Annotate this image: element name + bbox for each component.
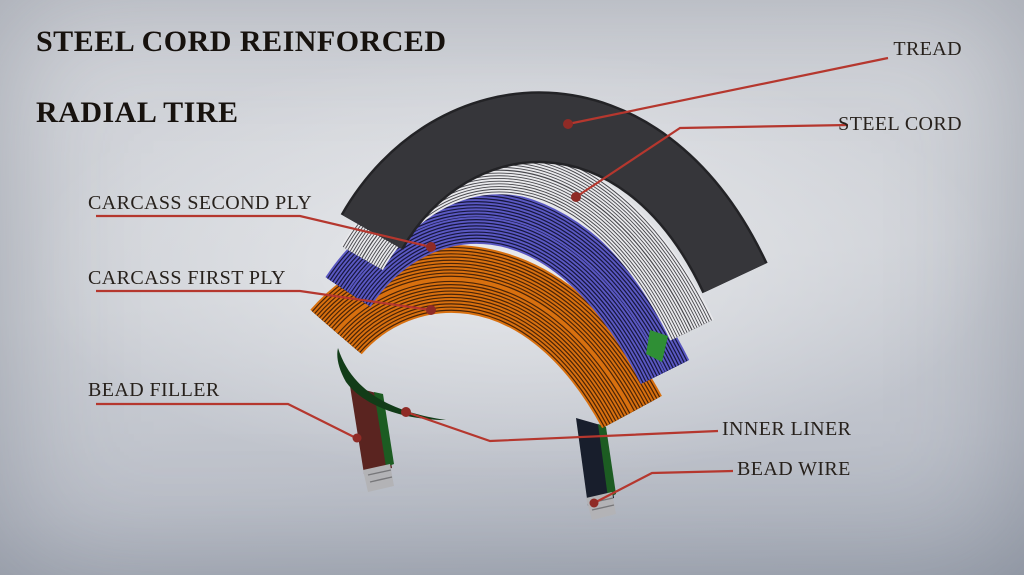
- callout-dot-carcass-second-ply: [426, 242, 436, 252]
- inner-liner-edge-patch: [646, 330, 668, 362]
- leader-line-inner-liner: [405, 410, 719, 443]
- callout-dot-tread: [563, 119, 573, 129]
- page-title-line1: STEEL CORD REINFORCED: [36, 25, 447, 58]
- page-title: STEEL CORD REINFORCED RADIAL TIRE: [36, 24, 447, 130]
- bead-wire-left-strands: [367, 469, 393, 483]
- callout-dot-inner-liner: [401, 407, 411, 417]
- right-bead-assembly: [576, 418, 616, 520]
- leader-lines: [96, 56, 889, 508]
- label-inner-liner: INNER LINER: [722, 418, 852, 440]
- callout-dot-bead-filler: [352, 433, 362, 443]
- leader-line-bead-wire: [593, 469, 734, 504]
- callout-dot-carcass-first-ply: [426, 305, 436, 315]
- page-title-line2: RADIAL TIRE: [36, 95, 239, 129]
- left-bead-assembly: [350, 386, 394, 492]
- leader-line-bead-filler: [96, 402, 357, 439]
- inner-liner-right-edge: [598, 424, 616, 498]
- leader-line-carcass-first-ply: [96, 289, 432, 312]
- label-bead-wire: BEAD WIRE: [737, 458, 851, 480]
- inner-liner-underside: [337, 348, 446, 420]
- label-steel-cord: STEEL CORD: [838, 113, 962, 135]
- leader-line-tread: [567, 56, 889, 126]
- leader-line-steel-cord: [575, 123, 849, 198]
- tread-band: [340, 91, 768, 294]
- carcass-first-ply-band: [310, 244, 662, 429]
- label-carcass-first-ply: CARCASS FIRST PLY: [88, 267, 286, 289]
- inner-liner-left-edge: [374, 392, 394, 467]
- label-carcass-second-ply: CARCASS SECOND PLY: [88, 192, 313, 214]
- callout-dot-bead-wire: [589, 498, 599, 508]
- label-tread: TREAD: [893, 38, 962, 60]
- callout-dot-steel-cord: [571, 192, 581, 202]
- label-bead-filler: BEAD FILLER: [88, 379, 220, 401]
- leader-line-carcass-second-ply: [96, 214, 432, 249]
